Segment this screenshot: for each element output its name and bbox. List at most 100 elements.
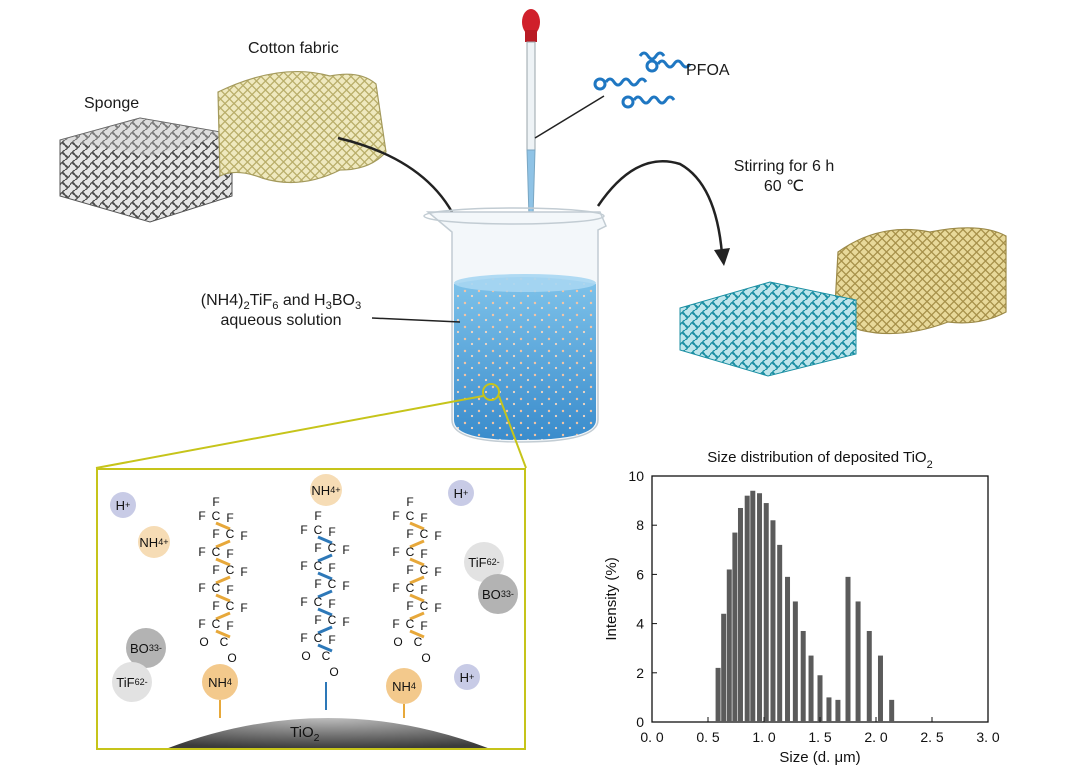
bond — [317, 553, 333, 563]
atom-f: F — [226, 619, 233, 633]
atom-f: F — [420, 583, 427, 597]
atom-c: C — [314, 523, 323, 537]
atom-f: F — [434, 601, 441, 615]
h-plus-ion: H+ — [454, 664, 480, 690]
x-tick-label: 0. 0 — [640, 729, 664, 745]
atom-c: C — [420, 599, 429, 613]
atom-f: F — [314, 509, 321, 523]
atom-f: F — [240, 565, 247, 579]
atom-c: C — [406, 617, 415, 631]
atom-f: F — [328, 597, 335, 611]
x-tick-label: 0. 5 — [696, 729, 720, 745]
bar — [845, 576, 851, 722]
atom-f: F — [328, 633, 335, 647]
atom-f: F — [212, 495, 219, 509]
bar — [792, 601, 798, 722]
atom-f: F — [434, 529, 441, 543]
atom-c: C — [328, 613, 337, 627]
stirring-condition-label: Stirring for 6 h 60 ℃ — [704, 158, 864, 196]
y-axis-label: Intensity (%) — [603, 557, 620, 640]
solution-label: (NH4)2TiF6 and H3BO3 aqueous solution — [170, 292, 392, 330]
stirring-time: Stirring for 6 h — [733, 158, 835, 175]
x-axis-label: Size (d. μm) — [779, 749, 860, 766]
atom-f: F — [406, 563, 413, 577]
atom-f: F — [240, 601, 247, 615]
tio2-surface — [168, 718, 488, 748]
atom-f: F — [406, 527, 413, 541]
magnify-spot — [482, 383, 500, 401]
bond — [317, 571, 333, 581]
sponge-treated — [679, 281, 857, 377]
atom-f: F — [342, 615, 349, 629]
atom-f: F — [392, 509, 399, 523]
atom-c: C — [314, 631, 323, 645]
solution-formula: (NH4)2TiF6 and H3BO3 — [200, 292, 362, 313]
bond — [409, 539, 425, 549]
x-tick-label: 2. 0 — [864, 729, 888, 745]
atom-c: C — [406, 545, 415, 559]
bond — [215, 539, 231, 549]
atom-f: F — [226, 583, 233, 597]
bond — [215, 629, 231, 639]
y-tick-label: 2 — [636, 665, 644, 681]
bond — [409, 593, 425, 603]
x-tick-label: 3. 0 — [976, 729, 1000, 745]
cotton-fabric-treated — [833, 227, 1007, 335]
bond — [317, 625, 333, 635]
bar — [785, 576, 791, 722]
atom-f: F — [406, 599, 413, 613]
atom-f: F — [212, 599, 219, 613]
pfoa-label: PFOA — [686, 62, 730, 79]
bond — [317, 535, 333, 545]
cotton-fabric-untreated — [217, 71, 387, 184]
bar — [737, 507, 743, 722]
cotton-fabric-label: Cotton fabric — [248, 40, 339, 57]
atom-f: F — [226, 511, 233, 525]
atom-c: C — [226, 563, 235, 577]
atom-f: F — [420, 547, 427, 561]
bar — [866, 630, 872, 722]
atom-o: O — [329, 665, 338, 679]
atom-f: F — [314, 577, 321, 591]
bond — [215, 575, 231, 585]
atom-c: C — [220, 635, 229, 649]
y-tick-label: 8 — [636, 517, 644, 533]
atom-o: O — [421, 651, 430, 665]
bond — [409, 575, 425, 585]
bond — [409, 521, 425, 531]
atom-f: F — [392, 581, 399, 595]
atom-o: O — [199, 635, 208, 649]
bar — [757, 493, 763, 722]
h-plus-ion: H+ — [110, 492, 136, 518]
y-tick-label: 6 — [636, 566, 644, 582]
atom-c: C — [328, 541, 337, 555]
atom-f: F — [392, 617, 399, 631]
atom-f: F — [212, 527, 219, 541]
atom-c: C — [226, 527, 235, 541]
bar — [855, 601, 861, 722]
atom-f: F — [434, 565, 441, 579]
stirring-temperature: 60 ℃ — [763, 178, 805, 195]
atom-f: F — [328, 525, 335, 539]
atom-f: F — [392, 545, 399, 559]
chart-title: Size distribution of deposited TiO2 — [707, 449, 932, 471]
atom-f: F — [406, 495, 413, 509]
atom-f: F — [198, 545, 205, 559]
atom-f: F — [420, 511, 427, 525]
tio2-label: TiO2 — [290, 724, 320, 744]
atom-c: C — [406, 509, 415, 523]
atom-c: C — [212, 509, 221, 523]
bond — [317, 589, 333, 599]
atom-c: C — [406, 581, 415, 595]
bond — [215, 611, 231, 621]
bar — [835, 699, 841, 722]
bar — [808, 655, 814, 722]
atom-f: F — [300, 523, 307, 537]
atom-c: C — [226, 599, 235, 613]
